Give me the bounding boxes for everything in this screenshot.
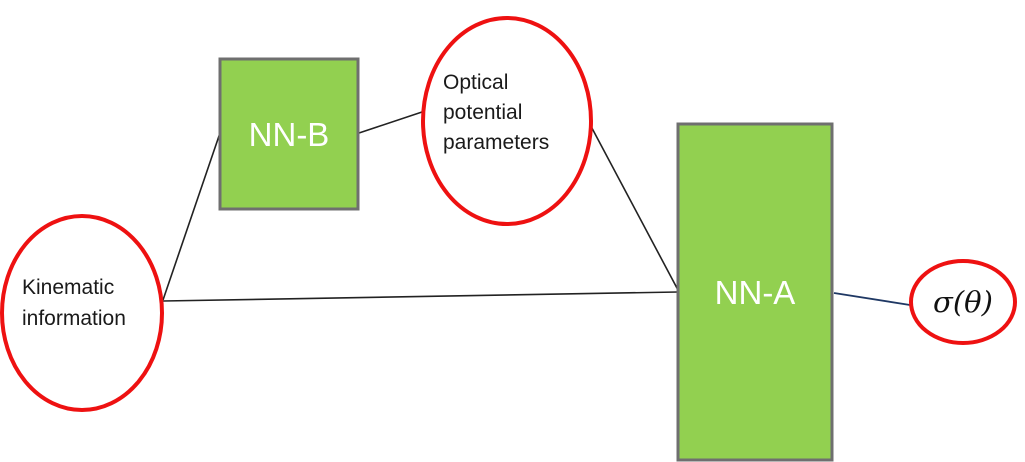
edge-nn-b-to-optical — [358, 109, 429, 134]
optical-potential-parameters-label-line-1: Optical — [443, 71, 508, 94]
nn-a-node: NN-A — [676, 122, 834, 462]
nn-b-node: NN-B — [218, 57, 360, 211]
kinematic-information-label-line-2: information — [22, 307, 126, 330]
optical-potential-parameters-label-line-2: potential — [443, 101, 522, 124]
optical-potential-parameters-ellipse — [421, 16, 593, 226]
edge-kinematic-to-nn-a — [162, 291, 679, 302]
nn-b-box — [218, 57, 360, 211]
kinematic-information-node: Kinematic information — [0, 214, 164, 412]
output-sigma-ellipse — [909, 259, 1017, 345]
optical-potential-parameters-node: Optical potential parameters — [421, 16, 593, 226]
nn-b-label: NN-B — [249, 116, 330, 153]
edge-optical-to-nn-a — [584, 114, 679, 291]
kinematic-information-label-line-1: Kinematic — [22, 276, 114, 299]
edge-kinematic-to-nn-b — [162, 132, 221, 301]
optical-potential-parameters-label-line-3: parameters — [443, 131, 549, 154]
edge-nn-a-to-output — [833, 292, 911, 306]
kinematic-information-ellipse — [0, 214, 164, 412]
output-sigma-label: σ(θ) — [933, 285, 993, 319]
nn-a-box — [676, 122, 834, 462]
nn-a-label: NN-A — [715, 274, 796, 311]
output-sigma-node: σ(θ) — [909, 259, 1017, 345]
